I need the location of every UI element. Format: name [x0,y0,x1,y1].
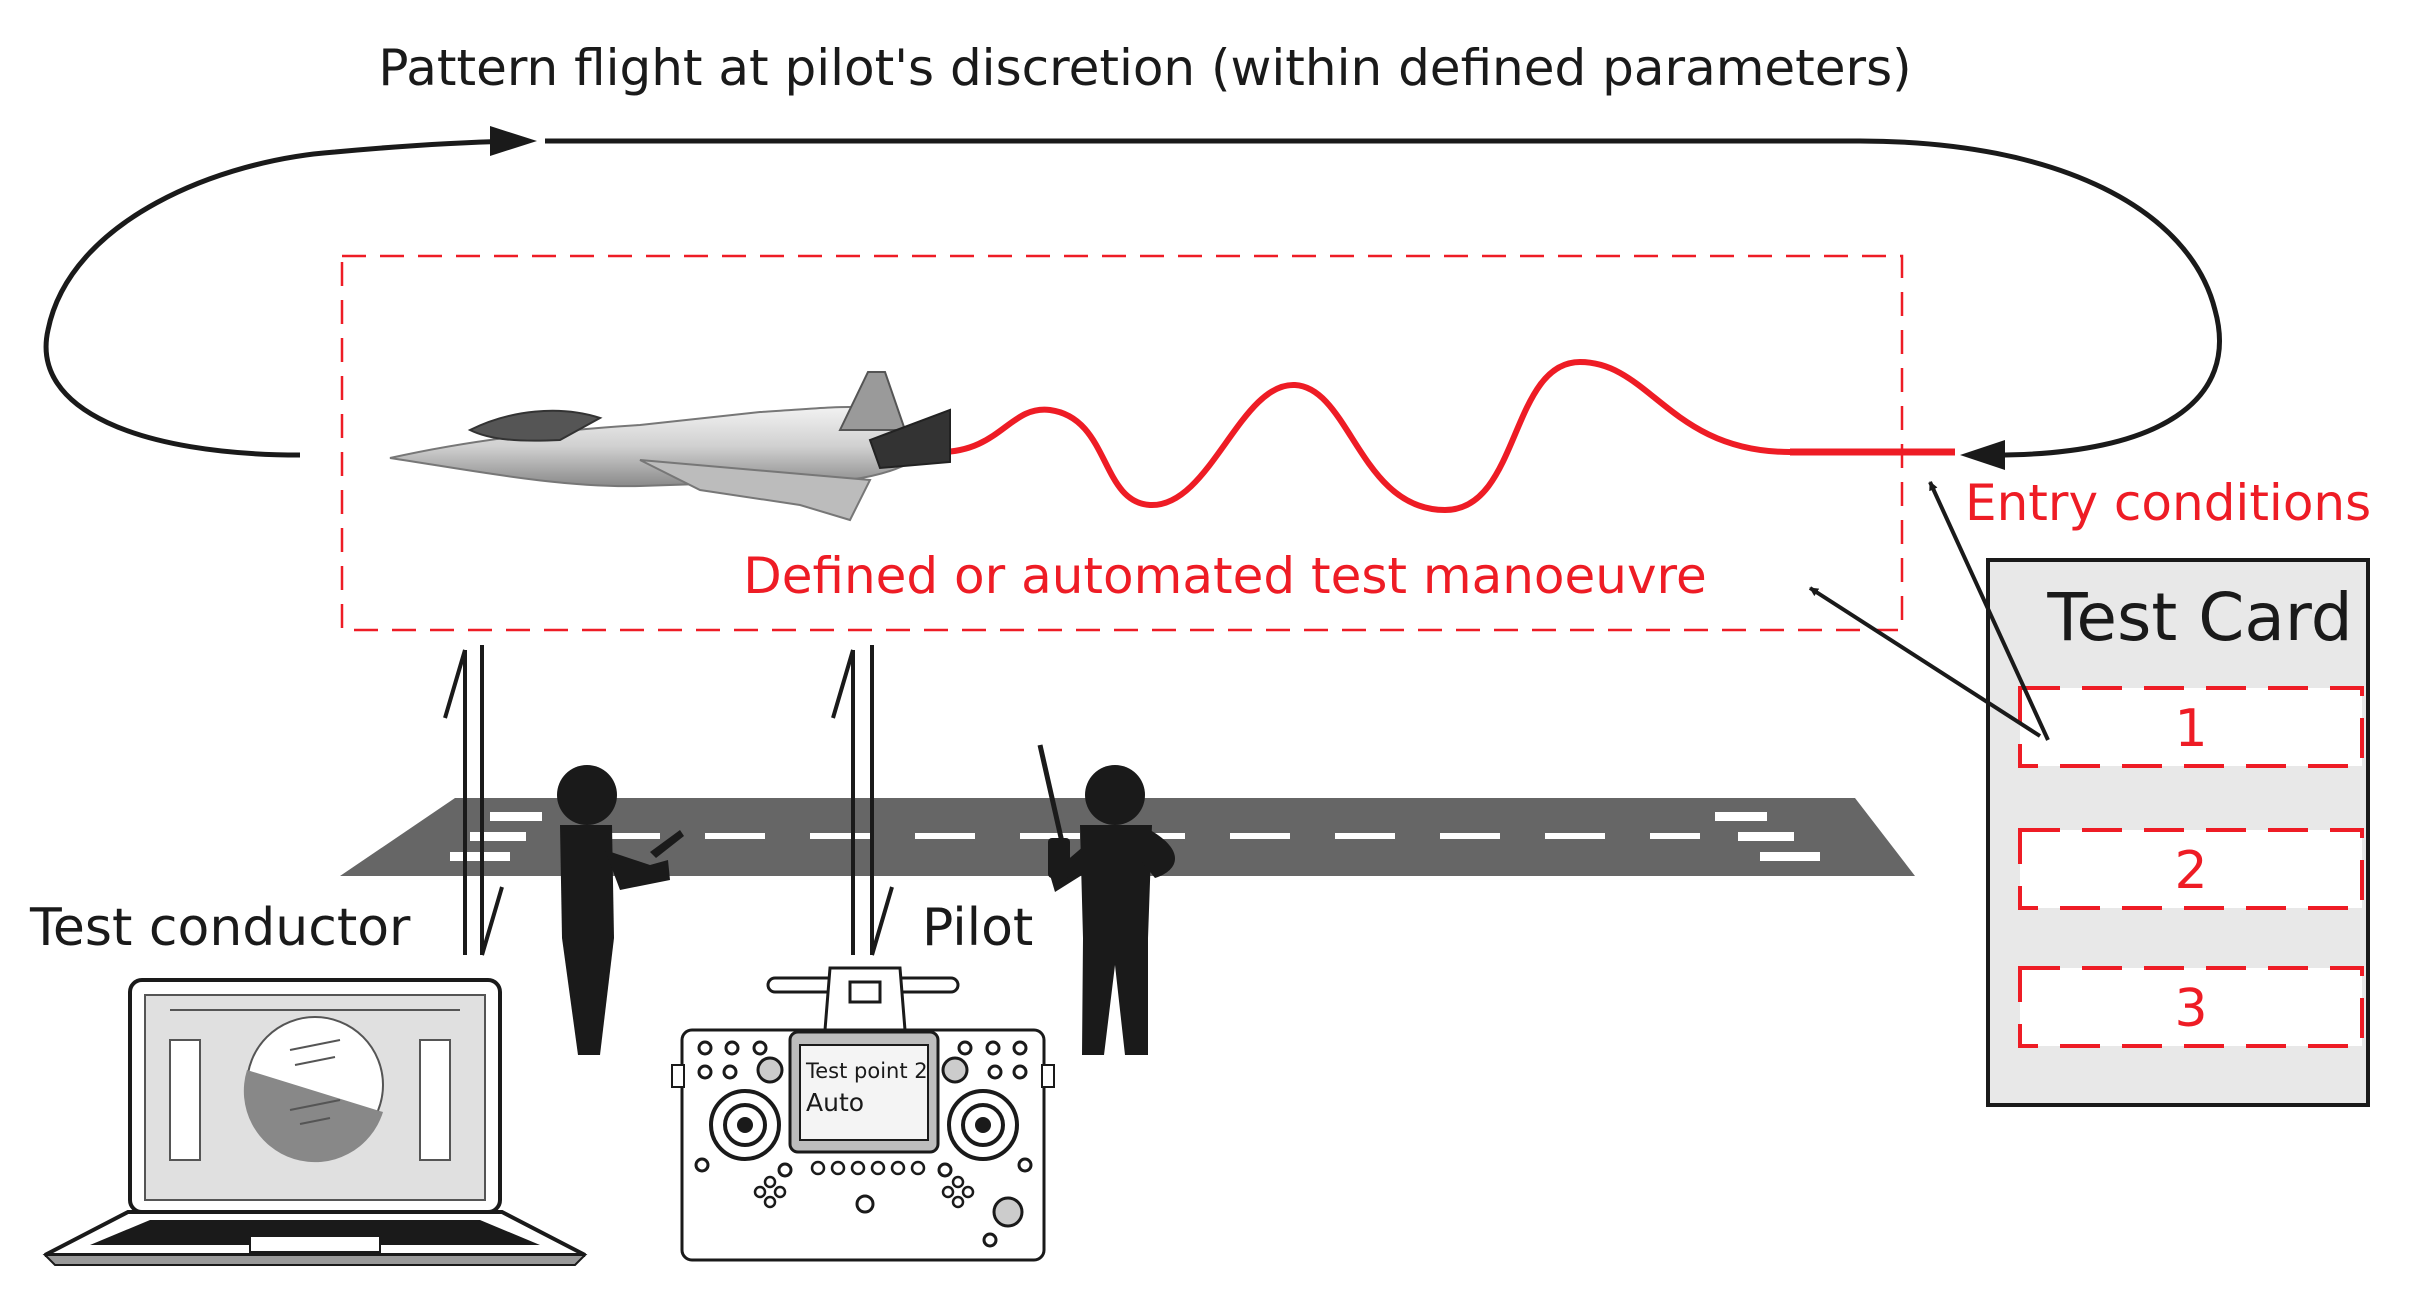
test-card-item-2: 2 [2174,841,2207,901]
pilot-label: Pilot [922,898,1033,958]
test-card-item-1-box [2018,686,2364,768]
test-card-title: Test Card [2046,579,2352,656]
test-card-item-2-box [2018,828,2364,910]
jet-aircraft [389,371,951,522]
maneuver-zone-box [340,254,1904,632]
conductor-datalink-arrows [443,645,504,956]
maneuver-label: Defined or automated test manoeuvre [743,547,1707,605]
test-card-item-1: 1 [2174,699,2207,759]
pattern-flight-title: Pattern flight at pilot's discretion (wi… [378,39,1911,97]
left-trim-pad [753,1175,787,1209]
laptop-left-tape [169,1039,201,1161]
test-conductor-person [557,765,684,1055]
rc-transmitter: Test point 2 Auto [671,966,1055,1262]
laptop-trackpad [249,1235,381,1253]
pattern-flight-loop [43,138,2222,458]
pilot-person [1037,744,1175,1055]
laptop-right-tape [419,1039,451,1161]
test-card: Test Card 1 2 3 [1986,558,2370,1107]
test-card-item-3: 3 [2174,979,2207,1039]
transmitter-screen-line1: Test point 2 [805,1059,928,1083]
right-trim-pad [941,1175,975,1209]
test-maneuver-trace [939,358,1900,514]
test-conductor-label: Test conductor [29,898,411,958]
test-card-pointer-arrows [1808,481,2050,741]
loop-arrowhead-entry [1960,440,2005,470]
test-card-item-3-box [2018,966,2364,1048]
transmitter-screen-line2: Auto [806,1088,864,1117]
loop-arrowhead-top [490,126,537,156]
pilot-datalink-arrows [831,645,894,956]
laptop [42,978,588,1266]
entry-conditions-label: Entry conditions [1965,474,2371,532]
transmitter-screen [799,1044,929,1141]
